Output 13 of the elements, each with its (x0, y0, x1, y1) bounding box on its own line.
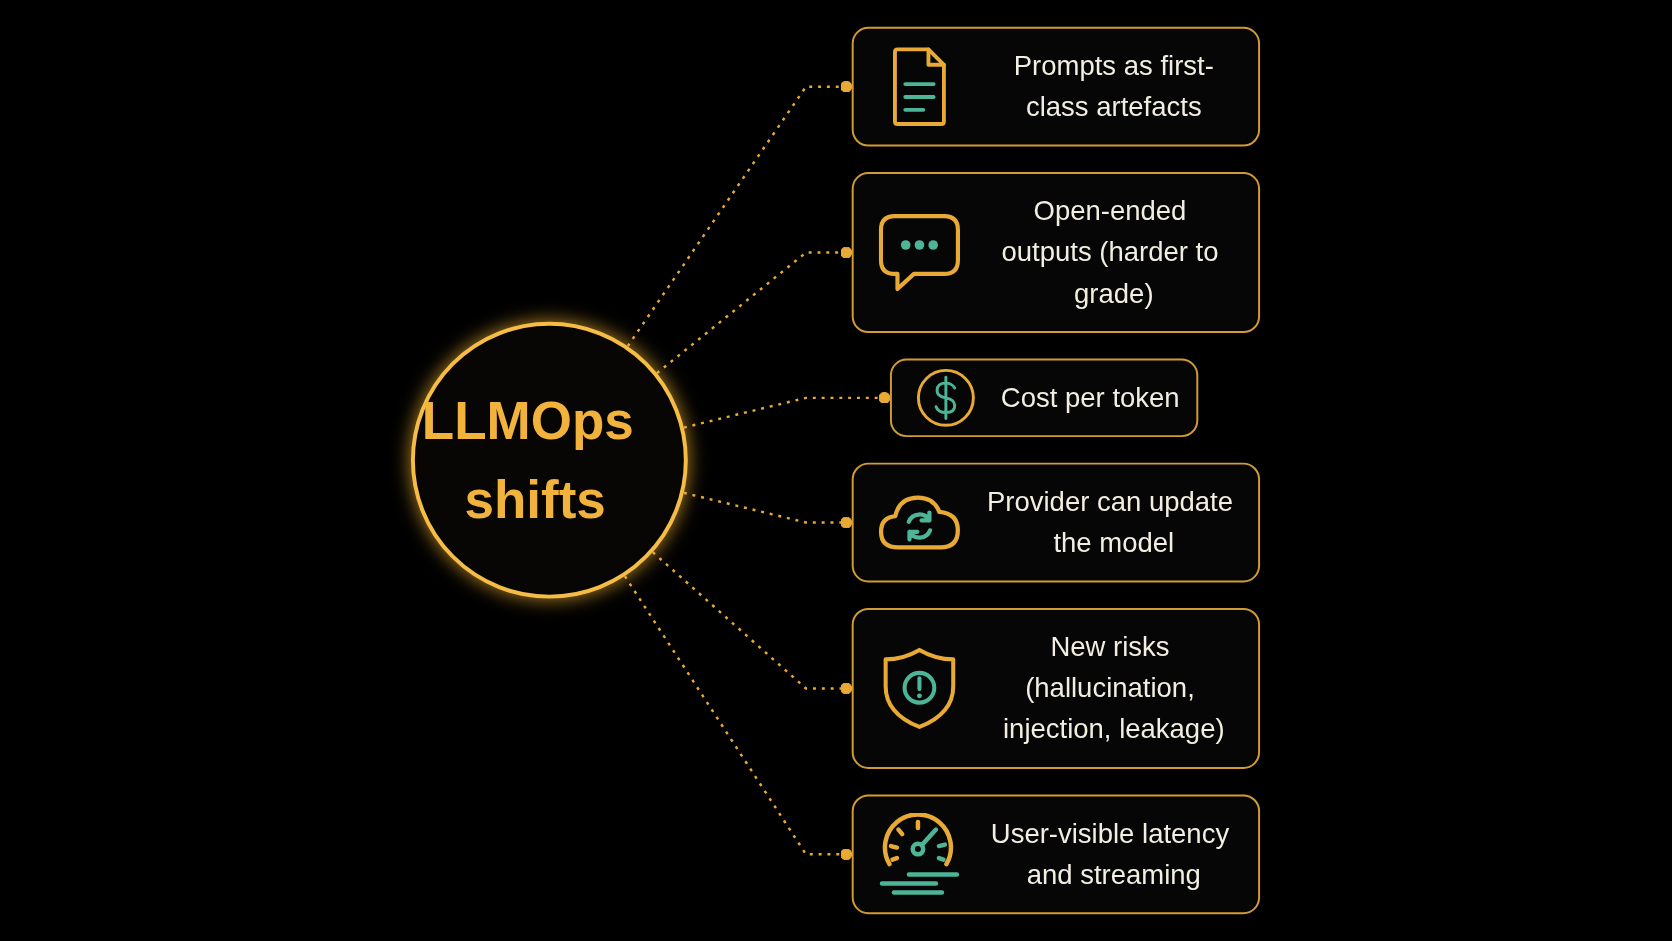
card-text: New risks (hallucination, injection, leakage) (1002, 630, 1226, 747)
hub-title: LLMOps shifts (421, 389, 635, 531)
card-text: Provider can update the model (986, 485, 1234, 560)
dotted-connector (683, 391, 891, 429)
dotted-connector (683, 491, 853, 529)
dotted-connector (651, 551, 853, 695)
dotted-connector (623, 575, 853, 861)
dotted-connector (656, 246, 853, 375)
dotted-connector (626, 80, 853, 347)
card-text: Cost per token (1000, 381, 1180, 415)
card-text: Open-ended outputs (harder to grade) (1000, 194, 1220, 311)
card-text: Prompts as first-class artefacts (1012, 49, 1215, 124)
card-text: User-visible latency and streaming (989, 817, 1231, 892)
